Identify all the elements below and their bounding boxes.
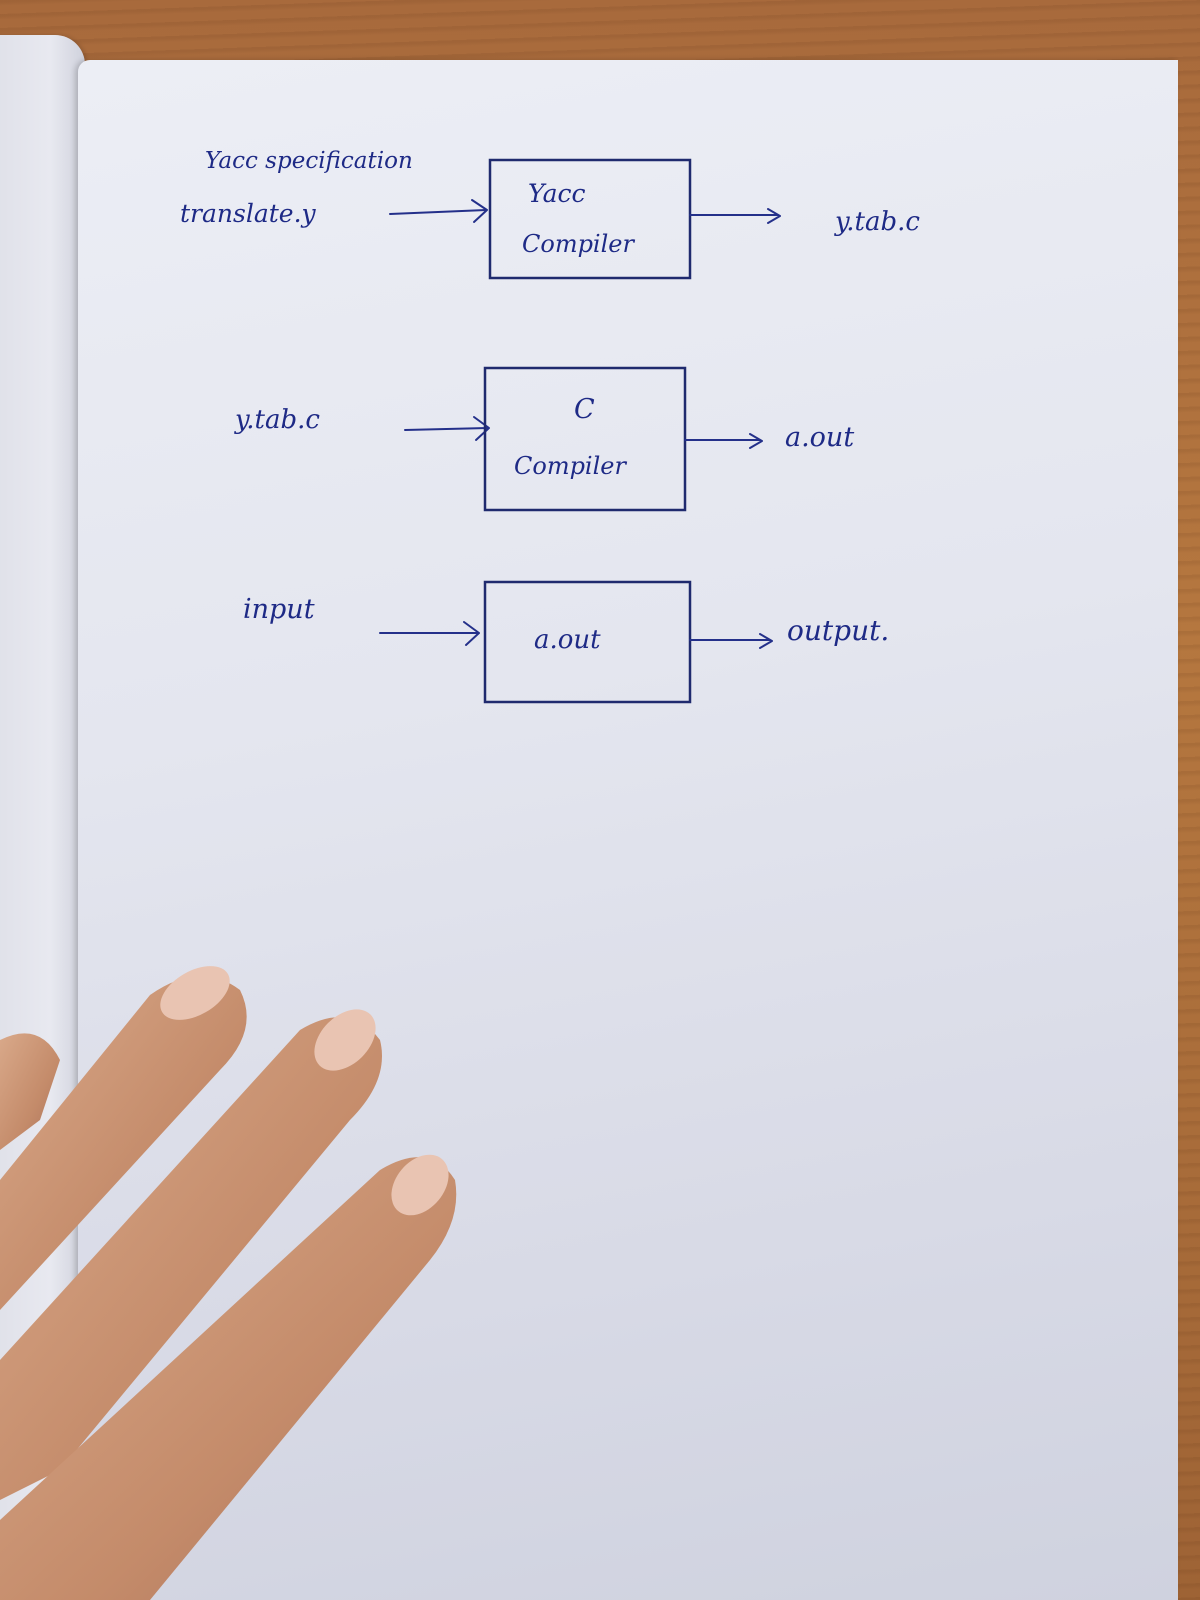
row3-input: input xyxy=(243,594,315,625)
row1-output-arrow xyxy=(689,208,781,224)
row1-input-line2: translate.y xyxy=(180,199,317,228)
row2-output-arrow xyxy=(684,433,763,449)
row1-input-arrow xyxy=(389,199,488,223)
row2-box-line1: C xyxy=(574,394,595,425)
row1-box-line1: Yacc xyxy=(528,179,585,208)
flow-row-yacc: Yacc specification translate.y Yacc Comp… xyxy=(180,148,920,280)
row2-input: y.tab.c xyxy=(234,405,320,435)
index-finger xyxy=(0,1157,457,1600)
row3-output: output. xyxy=(787,614,889,647)
row2-box-line2: Compiler xyxy=(514,452,627,480)
row3-box-line1: a.out xyxy=(534,625,601,655)
yacc-compiler-box xyxy=(488,158,692,280)
index-fingernail xyxy=(391,1154,449,1216)
row2-output: a.out xyxy=(785,422,854,453)
row1-box-line2: Compiler xyxy=(522,230,635,258)
flow-row-a-out: input a.out output. xyxy=(243,580,889,704)
ring-finger xyxy=(0,976,247,1310)
flow-row-c-compiler: y.tab.c C Compiler a.out xyxy=(234,366,854,512)
row2-input-arrow xyxy=(404,416,490,441)
a-out-box xyxy=(483,580,692,704)
ring-fingernail xyxy=(160,966,230,1020)
pinky-finger xyxy=(0,1033,60,1150)
row3-input-arrow xyxy=(379,621,480,646)
middle-finger xyxy=(0,1017,382,1500)
row1-output: y.tab.c xyxy=(834,207,920,237)
middle-fingernail xyxy=(314,1009,376,1071)
row3-output-arrow xyxy=(689,633,773,649)
row1-input-line1: Yacc specification xyxy=(205,148,413,174)
